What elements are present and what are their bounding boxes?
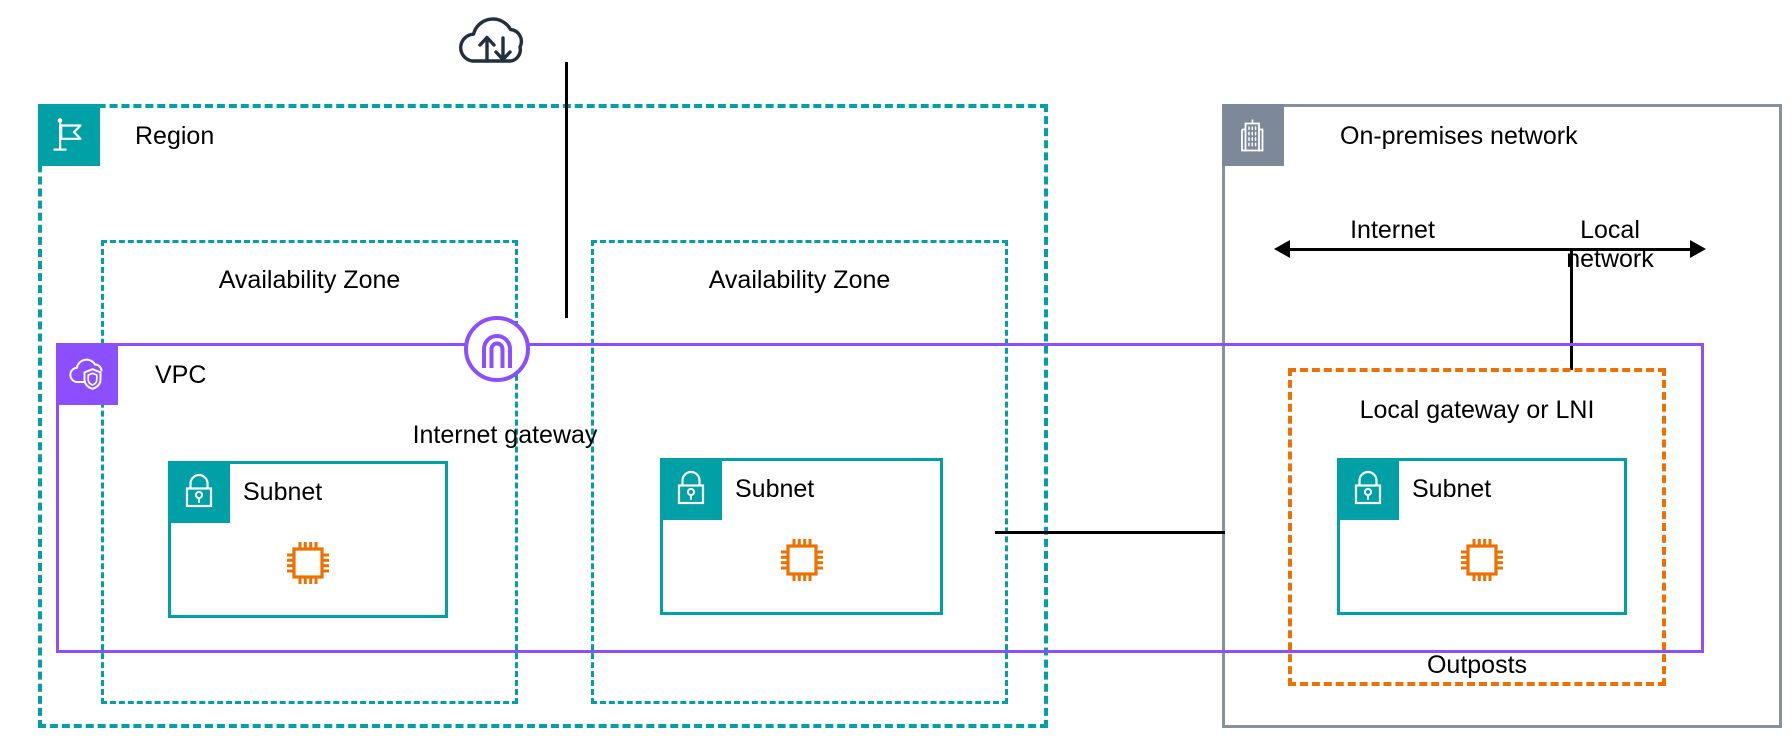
subnet-label-2: Subnet	[735, 475, 815, 503]
local-gateway-or-lni-label: Local gateway or LNI	[1359, 396, 1595, 424]
availability-zone-1-boundary	[101, 240, 518, 704]
vpc-label: VPC	[155, 361, 207, 389]
building-icon	[1222, 104, 1284, 166]
region-flag-icon	[38, 104, 100, 166]
onprem-to-outposts-connector	[1570, 249, 1573, 370]
subnet-label-1: Subnet	[243, 478, 323, 506]
outposts-boundary	[1288, 368, 1666, 686]
internet-direction-label: Internet	[1350, 216, 1435, 244]
internet-to-igw-connector	[565, 62, 568, 318]
region-boundary	[38, 104, 1048, 728]
internet-gateway-label: Internet gateway	[412, 421, 598, 449]
vpc-cloud-shield-icon	[56, 343, 118, 405]
outposts-label: Outposts	[1426, 651, 1528, 679]
availability-zone-1-label: Availability Zone	[218, 266, 401, 294]
subnet-lock-icon	[168, 461, 230, 523]
internet-gateway-icon	[458, 310, 536, 393]
ec2-instance-icon	[1340, 533, 1624, 587]
az-to-onpremises-connector	[995, 531, 1225, 534]
traffic-arrow-line	[1290, 248, 1690, 251]
subnet-lock-icon	[660, 458, 722, 520]
availability-zone-2-boundary	[591, 240, 1008, 704]
subnet-card-1: Subnet	[168, 461, 448, 618]
region-label: Region	[135, 122, 215, 150]
vpc-boundary	[56, 343, 1704, 653]
ec2-instance-icon	[663, 533, 940, 587]
on-premises-network-boundary	[1222, 104, 1782, 728]
subnet-label-3: Subnet	[1412, 475, 1492, 503]
local-network-direction-label: Local network	[1566, 216, 1654, 273]
ec2-instance-icon	[171, 536, 445, 590]
traffic-arrow-right-head	[1690, 240, 1706, 258]
traffic-arrow-left-head	[1274, 240, 1290, 258]
on-premises-network-label: On-premises network	[1340, 122, 1578, 150]
subnet-card-2: Subnet	[660, 458, 943, 615]
subnet-lock-icon	[1337, 458, 1399, 520]
subnet-card-3: Subnet	[1337, 458, 1627, 615]
internet-cloud-icon	[447, 8, 537, 75]
availability-zone-2-label: Availability Zone	[708, 266, 891, 294]
